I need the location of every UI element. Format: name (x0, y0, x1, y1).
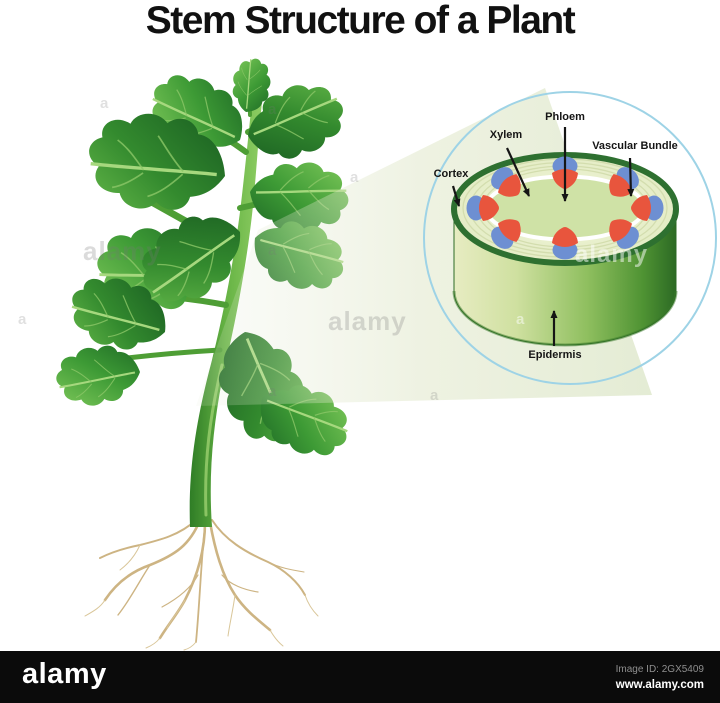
magnifier-circle (423, 91, 717, 385)
vascular-bundle (552, 227, 578, 260)
leaf (52, 341, 145, 411)
footer-meta: Image ID: 2GX5409 www.alamy.com (616, 664, 704, 693)
label-cortex: Cortex (433, 168, 469, 180)
plant-illustration (52, 54, 362, 651)
vascular-bundle (491, 219, 521, 249)
image-id-text: Image ID: 2GX5409 (615, 664, 704, 675)
vascular-bundle (491, 167, 521, 197)
vascular-bundle (609, 219, 639, 249)
alamy-footer-bar: alamy Image ID: 2GX5409 www.alamy.com (0, 651, 720, 703)
page-title: Stem Structure of a Plant (145, 0, 576, 42)
xylem-region (497, 173, 521, 197)
website-url: www.alamy.com (615, 679, 704, 691)
label-phloem: Phloem (545, 111, 585, 123)
cortex-arrow (451, 185, 461, 207)
plant-roots (84, 518, 319, 651)
vascular-bundle (631, 195, 664, 221)
stem-cross-section-inset (423, 91, 717, 385)
cylinder-bottom-edge (452, 290, 678, 347)
alamy-logo: alamy (22, 658, 107, 690)
xylem-region (631, 195, 651, 221)
xylem-arrow (506, 147, 530, 197)
xylem-region (497, 219, 521, 243)
vascular-bundles (466, 156, 664, 260)
xylem-region (609, 219, 633, 243)
vascular-bundle-arrow (627, 157, 635, 197)
xylem-region (552, 227, 578, 247)
label-epidermis: Epidermis (528, 349, 582, 361)
label-xylem: Xylem (489, 129, 523, 141)
xylem-region (479, 195, 499, 221)
vascular-bundle (466, 195, 499, 221)
vascular-bundle (609, 167, 639, 197)
label-vascular-bundle: Vascular Bundle (592, 140, 678, 152)
xylem-region (609, 173, 633, 197)
